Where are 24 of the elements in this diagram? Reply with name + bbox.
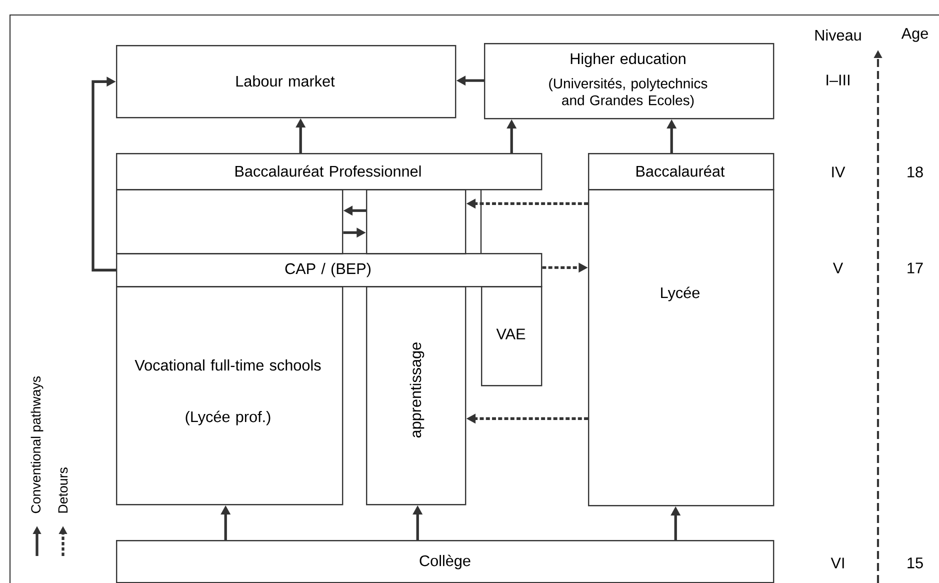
school-box: VAE <box>481 286 542 386</box>
school-box: Vocational full-time schools (Lycée prof.) <box>116 286 344 506</box>
school-box: Lycée <box>588 189 774 506</box>
labour-market-box: Labour market <box>116 45 456 118</box>
level-label: I–III <box>826 74 850 86</box>
age-label: 17 <box>908 262 923 274</box>
age-label: 18 <box>908 166 923 178</box>
school-box: apprentissage <box>366 286 466 506</box>
diploma-band: CAP / (BEP) <box>116 253 542 288</box>
empty-cell <box>366 189 466 254</box>
arrow <box>92 76 116 272</box>
column-heading: Age <box>901 28 928 42</box>
age-label: 15 <box>908 558 923 568</box>
legend-label: Conventional pathways <box>30 376 44 514</box>
level-label: IV <box>832 166 846 178</box>
diploma-band: Baccalauréat Professionnel <box>116 153 542 190</box>
higher-education-box: Higher education (Universités, polytechnics and Grandes Ecoles) <box>484 43 774 120</box>
column-heading: Niveau <box>815 29 861 41</box>
empty-cell <box>116 189 344 254</box>
diploma-band: Baccalauréat <box>588 153 774 190</box>
level-label: VI <box>830 558 844 568</box>
level-label: V <box>832 262 844 274</box>
school-band: Collège <box>116 540 774 583</box>
legend-label: Detours <box>58 468 68 513</box>
